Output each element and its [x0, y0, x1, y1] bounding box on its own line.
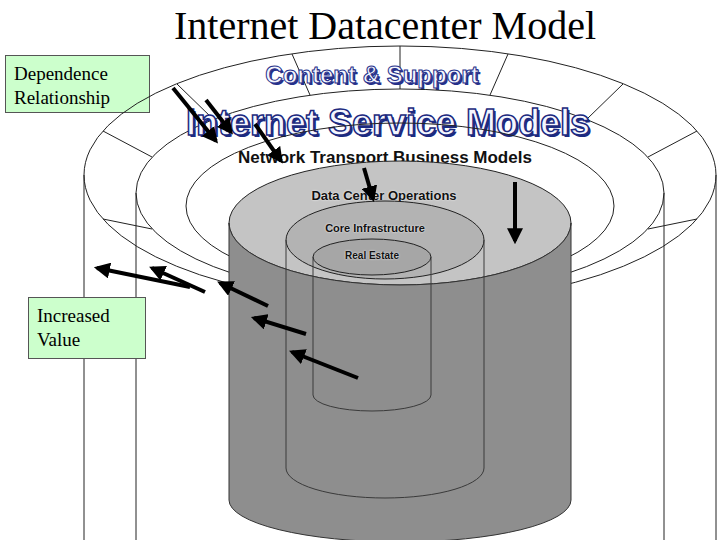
note-box: Dependence Relationship: [5, 55, 150, 113]
inward-arrow: [206, 100, 231, 132]
ring-divider: [103, 131, 152, 157]
inner-cylinder-lines: [286, 240, 484, 498]
inner-wall: [136, 193, 137, 540]
ring-band: Network Transport Business ModelsData Ce…: [185, 122, 615, 290]
outward-arrow: [152, 268, 205, 292]
note-box: Increased Value: [28, 297, 146, 359]
outward-arrow: [220, 283, 268, 306]
ring-label: Content & Support: [55, 61, 689, 89]
ring-band: Internet Service ModelsNetwork Transport…: [135, 88, 665, 298]
ring-ellipse: [286, 201, 484, 279]
estate-wall: [313, 257, 314, 395]
datacenter-cylinder-body: [229, 223, 571, 540]
ring-ellipse: [186, 123, 614, 289]
ring-ellipse: [229, 161, 571, 285]
ring-ellipse: [313, 239, 431, 275]
inward-arrow: [173, 88, 216, 141]
value-arrows: [97, 268, 358, 378]
cylinder-top: Core InfrastructureReal Estate: [285, 200, 485, 280]
outward-arrow: [254, 318, 306, 334]
inner-wall: [664, 193, 665, 540]
ring-divider: [490, 54, 508, 95]
dependence-arrows: [173, 88, 515, 241]
inward-arrow: [513, 182, 517, 241]
ring-divider: [587, 84, 623, 119]
core-wall: [286, 240, 287, 468]
estate-wall: [431, 257, 432, 395]
note-text: Dependence Relationship: [14, 62, 141, 110]
diagram-title: Internet Datacenter Model: [110, 2, 660, 49]
ring-divider: [648, 219, 697, 229]
ring-label: Core Infrastructure: [275, 222, 475, 234]
outward-arrow: [292, 352, 358, 378]
inward-arrow: [364, 168, 373, 199]
ring-divider: [648, 131, 697, 157]
note-text: Increased Value: [37, 304, 137, 352]
cylinder-top: Real Estate: [312, 238, 432, 276]
estate-bottom: [313, 395, 431, 411]
outer-wall: [716, 175, 717, 540]
core-bottom: [286, 468, 484, 498]
inward-arrow: [255, 124, 281, 161]
outward-arrow: [97, 268, 190, 287]
core-wall: [484, 240, 485, 468]
cylinder-top: Data Center OperationsCore Infrastructur…: [228, 160, 572, 286]
ring-divider: [103, 219, 152, 229]
ring-label: Real Estate: [312, 250, 432, 261]
ring-band: Content & SupportInternet Service Models…: [83, 45, 717, 305]
cylinder-walls: [84, 175, 716, 540]
